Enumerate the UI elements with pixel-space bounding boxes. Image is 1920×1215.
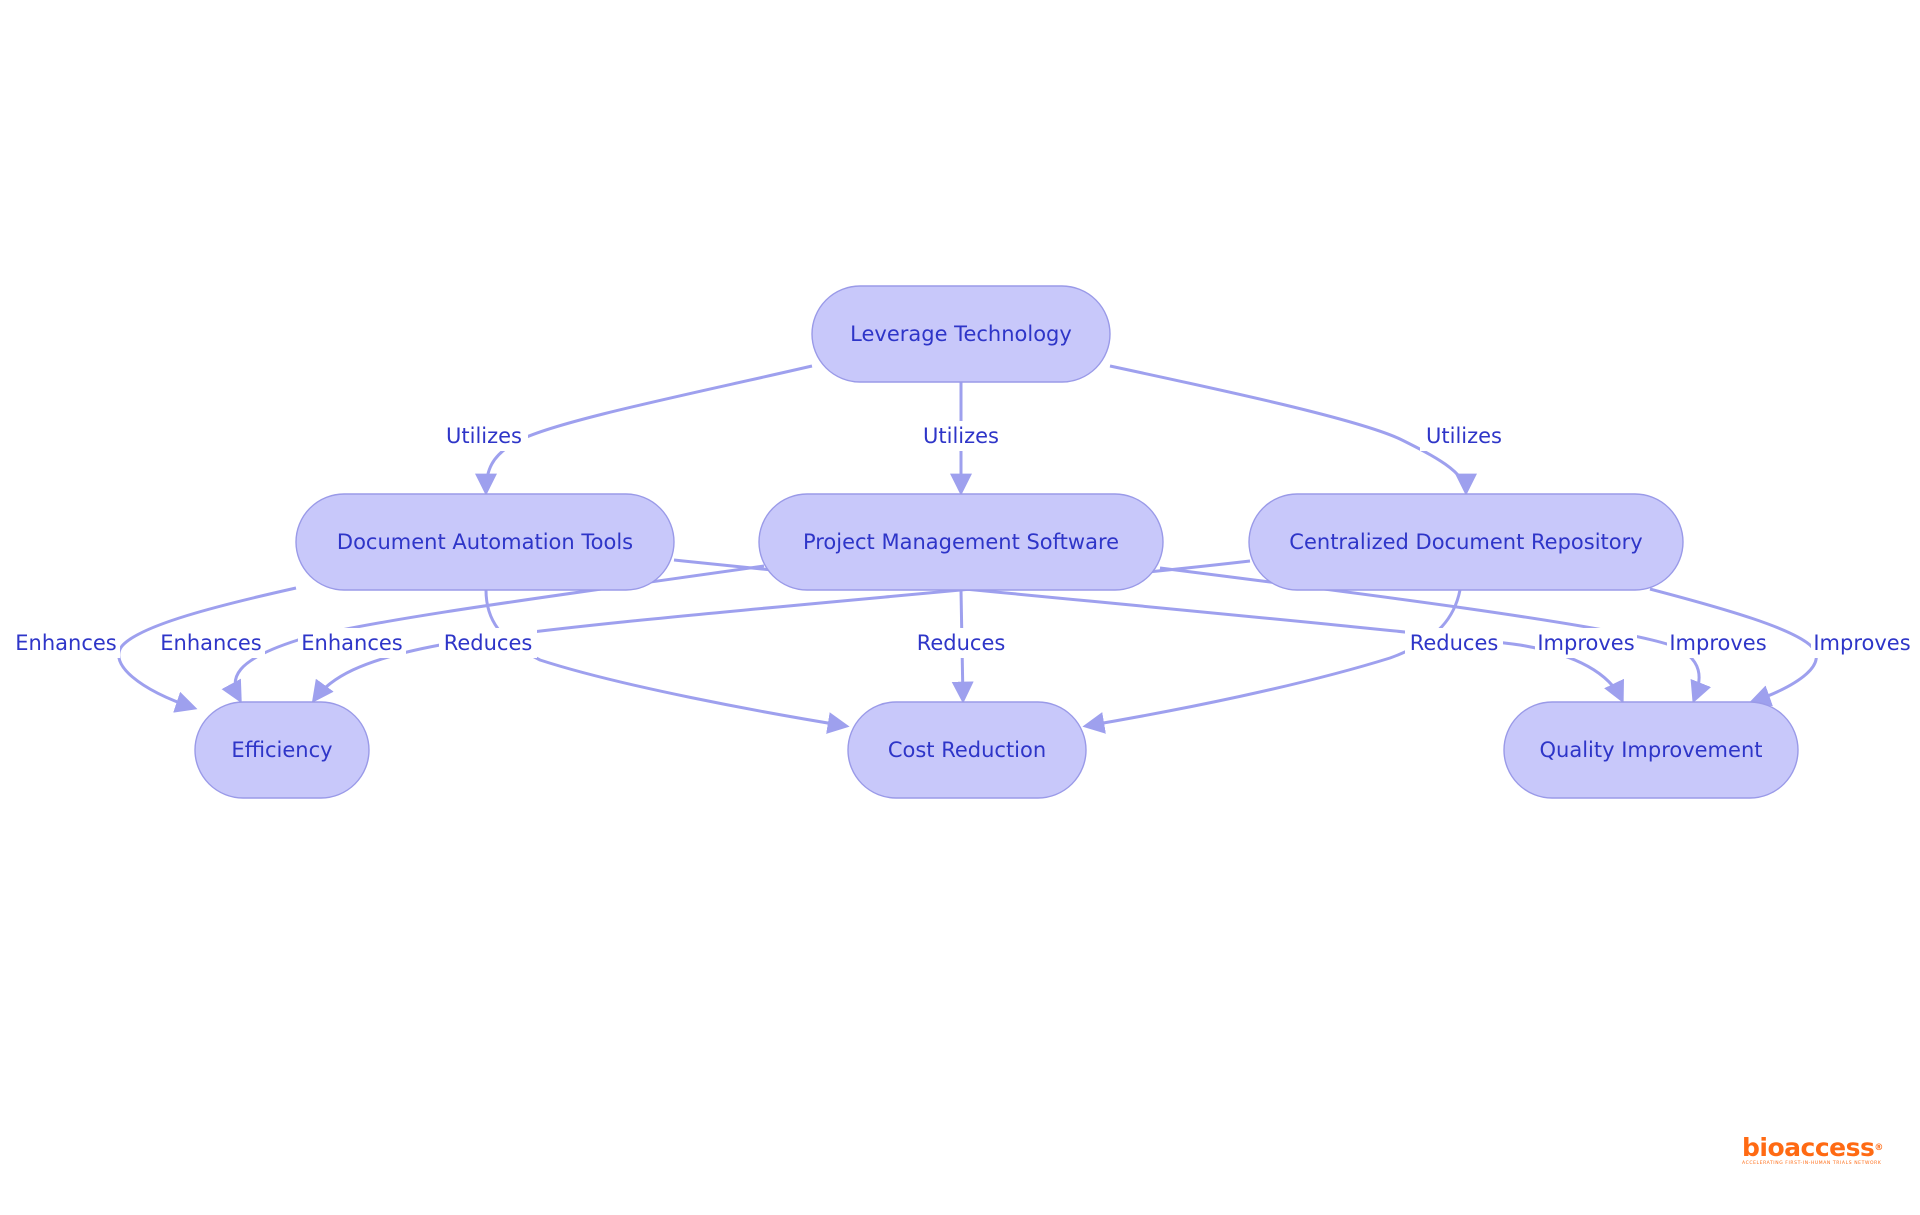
edge-tech-to-central-repo: [1109, 364, 1477, 496]
svg-text:Enhances: Enhances: [301, 631, 402, 655]
svg-text:Centralized Document Repositor: Centralized Document Repository: [1289, 530, 1642, 554]
edge-central-repo-to-quality: [1649, 587, 1818, 707]
svg-text:Efficiency: Efficiency: [231, 738, 332, 762]
svg-text:Reduces: Reduces: [1410, 631, 1499, 655]
svg-text:Enhances: Enhances: [15, 631, 116, 655]
edge-label-e1: Utilizes: [440, 421, 528, 451]
edge-label-e12: Improves: [1811, 628, 1913, 658]
svg-text:Utilizes: Utilizes: [1426, 424, 1502, 448]
edge-label-e6: Enhances: [298, 628, 406, 658]
node-project-management-software[interactable]: Project Management Software: [758, 493, 1164, 591]
nodes-layer: Leverage Technology Document Automation …: [194, 285, 1799, 799]
svg-text:Project Management Software: Project Management Software: [803, 530, 1119, 554]
node-efficiency[interactable]: Efficiency: [194, 701, 370, 799]
logo-registered-mark: ®: [1874, 1143, 1883, 1153]
edge-label-e5: Enhances: [157, 628, 265, 658]
svg-text:Utilizes: Utilizes: [446, 424, 522, 448]
node-leverage-technology[interactable]: Leverage Technology: [811, 285, 1111, 383]
svg-text:Improves: Improves: [1669, 631, 1766, 655]
edge-label-e2: Utilizes: [917, 421, 1005, 451]
logo-word-text: bioaccess: [1742, 1133, 1875, 1162]
bioaccess-logo: bioaccess® ACCELERATING FIRST-IN-HUMAN T…: [1742, 1133, 1883, 1175]
node-centralized-document-repository[interactable]: Centralized Document Repository: [1248, 493, 1684, 591]
edge-doc-automation-to-efficiency: [117, 586, 297, 713]
edge-doc-automation-to-cost: [484, 589, 850, 734]
edge-label-e11: Improves: [1667, 628, 1769, 658]
logo-tagline: ACCELERATING FIRST-IN-HUMAN TRIALS NETWO…: [1742, 1161, 1882, 1166]
svg-text:Document Automation Tools: Document Automation Tools: [337, 530, 633, 554]
logo-wordmark: bioaccess®: [1742, 1133, 1883, 1162]
svg-text:Reduces: Reduces: [444, 631, 533, 655]
edge-label-e3: Utilizes: [1420, 421, 1508, 451]
edge-label-e8: Reduces: [912, 628, 1010, 658]
svg-text:Improves: Improves: [1537, 631, 1634, 655]
edge-central-repo-to-cost: [1082, 589, 1462, 734]
edge-tech-to-doc-automation: [475, 364, 813, 496]
svg-text:Leverage Technology: Leverage Technology: [850, 322, 1072, 346]
edge-label-e7: Reduces: [439, 628, 537, 658]
edge-label-e9: Reduces: [1405, 628, 1503, 658]
edge-label-e4: Enhances: [12, 628, 120, 658]
svg-text:Enhances: Enhances: [160, 631, 261, 655]
node-quality-improvement[interactable]: Quality Improvement: [1503, 701, 1799, 799]
edge-label-e10: Improves: [1535, 628, 1637, 658]
svg-text:Cost Reduction: Cost Reduction: [888, 738, 1046, 762]
edge-labels-layer: Utilizes Utilizes Utilizes Enhances Enha…: [12, 421, 1913, 658]
svg-text:Improves: Improves: [1813, 631, 1910, 655]
node-document-automation-tools[interactable]: Document Automation Tools: [295, 493, 675, 591]
svg-text:Reduces: Reduces: [917, 631, 1006, 655]
svg-text:Utilizes: Utilizes: [923, 424, 999, 448]
svg-text:Quality Improvement: Quality Improvement: [1540, 738, 1763, 762]
node-cost-reduction[interactable]: Cost Reduction: [847, 701, 1087, 799]
